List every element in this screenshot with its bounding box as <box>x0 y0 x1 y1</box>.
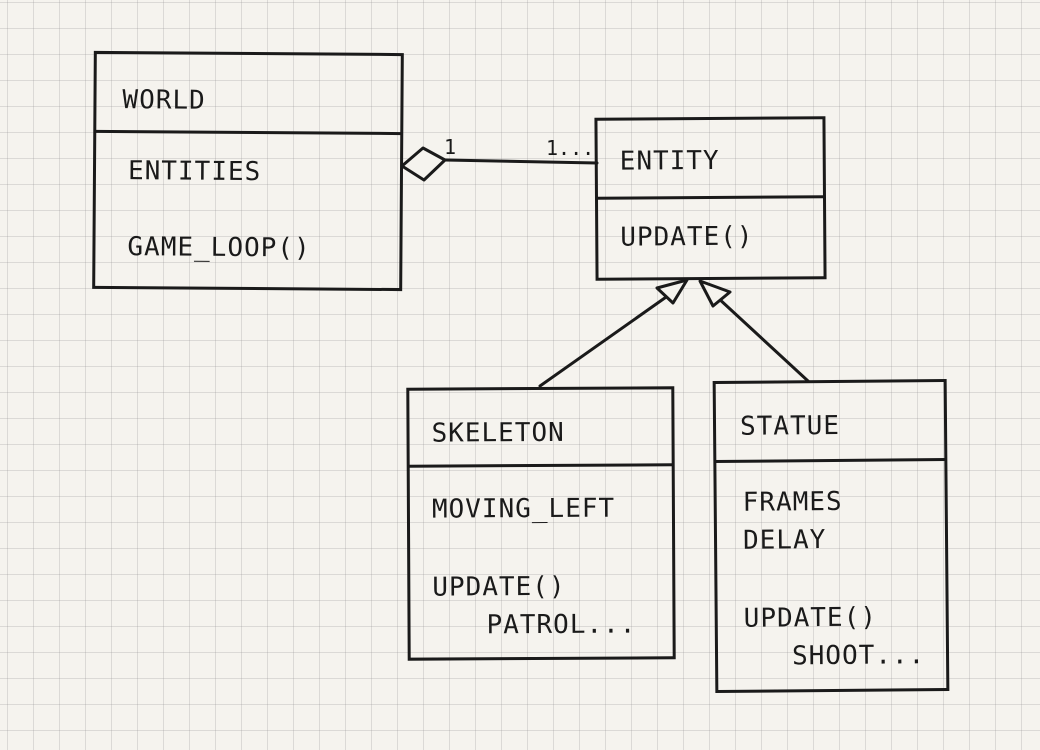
world-attribute-entities: ENTITIES <box>127 156 262 188</box>
class-entity: ENTITY UPDATE() <box>594 116 827 281</box>
skeleton-attribute-moving-left: MOVING_LEFT <box>431 493 616 525</box>
inheritance-line-skeleton <box>538 293 671 388</box>
inheritance-arrowhead-skeleton <box>655 278 689 305</box>
inheritance-arrowhead-statue <box>698 279 732 308</box>
class-name-skeleton: SKELETON <box>431 417 565 449</box>
multiplicity-entity: 1... <box>546 136 595 160</box>
skeleton-method-update: UPDATE() <box>432 571 566 603</box>
skeleton-divider <box>407 463 674 468</box>
world-divider <box>94 129 403 136</box>
entity-divider <box>595 195 826 200</box>
world-method-game-loop: GAME_LOOP() <box>127 232 311 264</box>
statue-method-update: UPDATE() <box>743 602 878 634</box>
skeleton-method-patrol: PATROL... <box>486 609 637 641</box>
inheritance-line-statue <box>715 295 810 383</box>
class-name-statue: STATUE <box>739 410 841 442</box>
class-name-entity: ENTITY <box>619 145 720 177</box>
multiplicity-world: 1 <box>444 135 457 159</box>
class-world: WORLD ENTITIES GAME_LOOP() <box>92 50 404 292</box>
statue-attribute-delay: DELAY <box>742 525 827 556</box>
aggregation-diamond <box>400 146 447 182</box>
class-name-world: WORLD <box>122 85 206 116</box>
aggregation-line <box>443 158 599 165</box>
statue-attribute-frames: FRAMES <box>742 486 843 518</box>
statue-method-shoot: SHOOT... <box>791 640 926 672</box>
class-skeleton: SKELETON MOVING_LEFT UPDATE() PATROL... <box>406 386 676 661</box>
entity-method-update: UPDATE() <box>620 221 754 253</box>
statue-divider <box>714 457 947 464</box>
class-statue: STATUE FRAMES DELAY UPDATE() SHOOT... <box>712 378 950 694</box>
